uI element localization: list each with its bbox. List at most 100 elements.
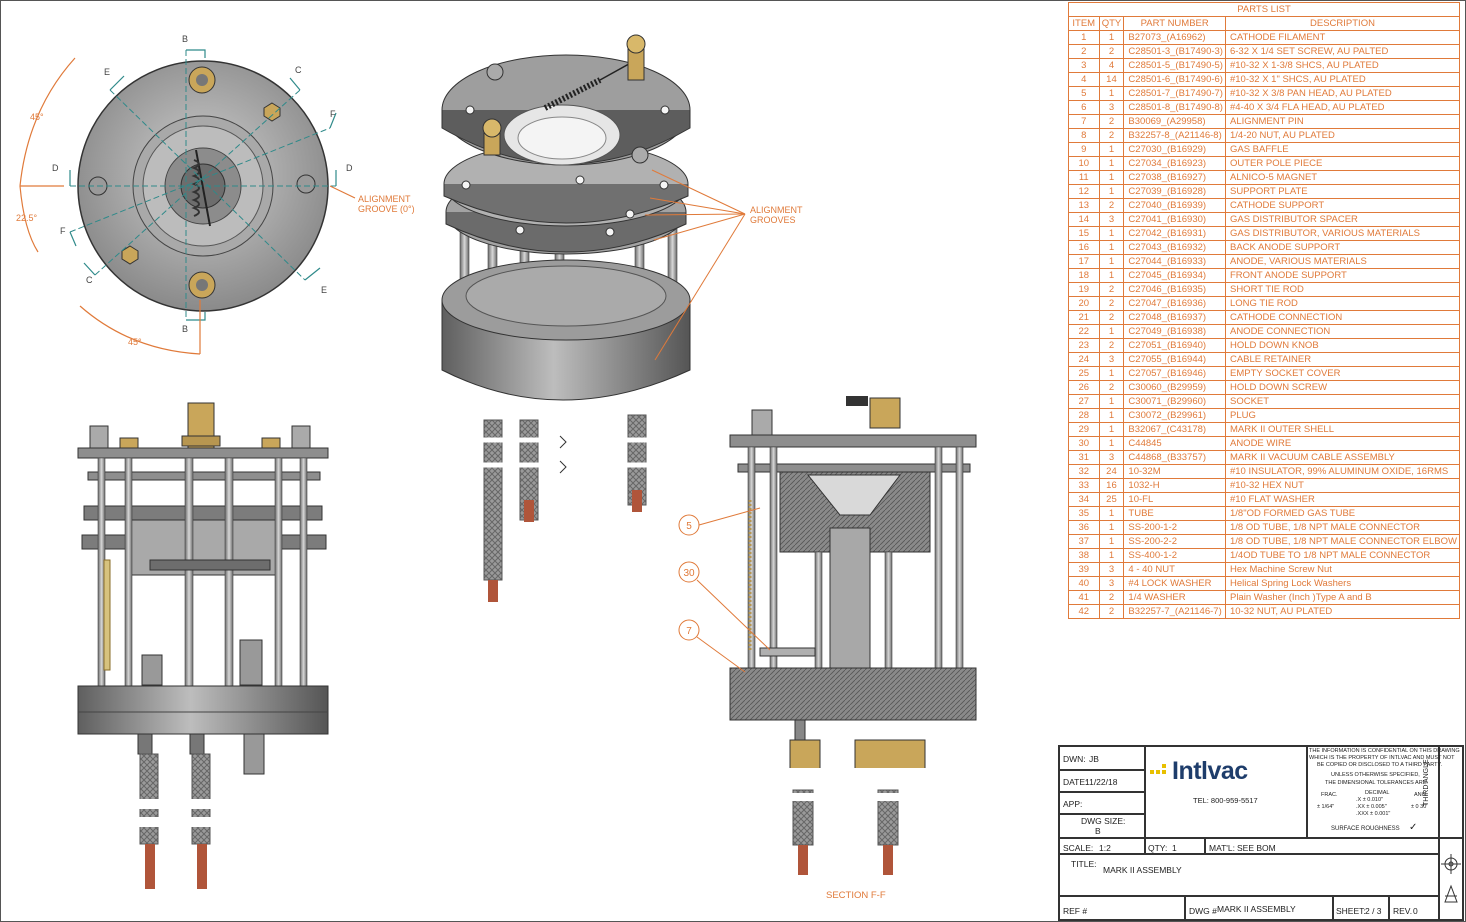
qty-cell: 25 xyxy=(1098,492,1125,507)
description-cell: 1/8 OD TUBE, 1/8 NPT MALE CONNECTOR ELBO… xyxy=(1224,534,1461,549)
qty-cell: 2 xyxy=(1098,310,1125,325)
part-number-cell: B32257-7_(A21146-7) xyxy=(1123,604,1226,619)
qty-cell: 1 xyxy=(1098,254,1125,269)
item-cell: 14 xyxy=(1068,212,1100,227)
filament-coil xyxy=(191,159,200,217)
item-cell: 22 xyxy=(1068,324,1100,339)
description-cell: GAS BAFFLE xyxy=(1224,142,1461,157)
decimal-label: DECIMAL xyxy=(1365,790,1390,796)
decimal-row: .XXX ± 0.001" xyxy=(1356,811,1391,817)
column-header: ITEM xyxy=(1068,16,1100,31)
item-cell: 16 xyxy=(1068,240,1100,255)
isometric-view: ALIGNMENT GROOVES xyxy=(441,34,803,602)
description-cell: CABLE RETAINER xyxy=(1224,352,1461,367)
qty-cell: 1 xyxy=(1098,86,1125,101)
part-number-cell: #4 LOCK WASHER xyxy=(1123,576,1226,591)
surface-check-icon: ✓ xyxy=(1409,822,1418,833)
company-logo: Intlvac xyxy=(1172,757,1248,785)
ang-value: ± 0 30' xyxy=(1411,804,1428,810)
item-cell: 36 xyxy=(1068,520,1100,535)
part-number-cell: C28501-8_(B17490-8) xyxy=(1123,100,1226,115)
description-cell: ANODE CONNECTION xyxy=(1224,324,1461,339)
description-cell: Hex Machine Screw Nut xyxy=(1224,562,1461,577)
qty-cell: 3 xyxy=(1098,352,1125,367)
part-number-cell: C30071_(B29960) xyxy=(1123,394,1226,409)
sheet-value: 2 / 3 xyxy=(1365,906,1382,916)
sheet-label: SHEET: xyxy=(1336,906,1366,916)
ang-label: ANG. xyxy=(1414,792,1428,798)
part-number-cell: C27055_(B16944) xyxy=(1123,352,1226,367)
description-cell: MARK II VACUUM CABLE ASSEMBLY xyxy=(1224,450,1461,465)
qty-cell: 1 xyxy=(1098,506,1125,521)
qty-cell: 2 xyxy=(1098,44,1125,59)
frac-value: ± 1/64" xyxy=(1317,804,1335,810)
description-cell: CATHODE SUPPORT xyxy=(1224,198,1461,213)
qty-value: 1 xyxy=(1172,843,1177,853)
part-number-cell: C27044_(B16933) xyxy=(1123,254,1226,269)
company-logo-icon xyxy=(1150,764,1166,774)
description-cell: HOLD DOWN KNOB xyxy=(1224,338,1461,353)
section-letter: E xyxy=(321,285,327,295)
description-cell: #10-32 X 3/8 PAN HEAD, AU PLATED xyxy=(1224,86,1461,101)
description-cell: SHORT TIE ROD xyxy=(1224,282,1461,297)
qty-cell: 16 xyxy=(1098,478,1125,493)
company-tel: TEL: 800-959-5517 xyxy=(1193,796,1258,805)
scale-value: 1:2 xyxy=(1099,843,1111,853)
ref-label: REF # xyxy=(1063,906,1088,916)
angle-label: 22.5° xyxy=(16,213,38,223)
part-number-cell: C28501-7_(B17490-7) xyxy=(1123,86,1226,101)
item-cell: 20 xyxy=(1068,296,1100,311)
part-number-cell: C27047_(B16936) xyxy=(1123,296,1226,311)
item-cell: 33 xyxy=(1068,478,1100,493)
part-number-cell: SS-200-1-2 xyxy=(1123,520,1226,535)
item-cell: 19 xyxy=(1068,282,1100,297)
section-letter: F xyxy=(60,226,66,236)
section-letter: E xyxy=(104,67,110,77)
qty-cell: 3 xyxy=(1098,576,1125,591)
column-header: QTY xyxy=(1098,16,1125,31)
scale-label: SCALE: xyxy=(1063,843,1094,853)
projection-symbol-icon xyxy=(1441,854,1461,903)
item-cell: 10 xyxy=(1068,156,1100,171)
qty-cell: 3 xyxy=(1098,450,1125,465)
part-number-cell: C30060_(B29959) xyxy=(1123,380,1226,395)
qty-cell: 1 xyxy=(1098,394,1125,409)
item-cell: 41 xyxy=(1068,590,1100,605)
confidential-line: WHICH IS THE PROPERTY OF INTLVAC AND MUS… xyxy=(1309,755,1455,761)
dwg-value: MARK II ASSEMBLY xyxy=(1217,904,1296,914)
part-number-cell: 10-FL xyxy=(1123,492,1226,507)
parts-list-title: PARTS LIST xyxy=(1068,2,1460,17)
qty-cell: 2 xyxy=(1098,604,1125,619)
part-number-cell: C28501-6_(B17490-6) xyxy=(1123,72,1226,87)
balloon-number: 30 xyxy=(683,568,695,579)
description-cell: CATHODE FILAMENT xyxy=(1224,30,1461,45)
part-number-cell: C30072_(B29961) xyxy=(1123,408,1226,423)
part-number-cell: 1032-H xyxy=(1123,478,1226,493)
surface-roughness: SURFACE ROUGHNESS xyxy=(1331,826,1400,832)
description-cell: BACK ANODE SUPPORT xyxy=(1224,240,1461,255)
description-cell: PLUG xyxy=(1224,408,1461,423)
part-number-cell: C27051_(B16940) xyxy=(1123,338,1226,353)
column-header: DESCRIPTION xyxy=(1224,16,1461,31)
item-cell: 32 xyxy=(1068,464,1100,479)
description-cell: 1/8 OD TUBE, 1/8 NPT MALE CONNECTOR xyxy=(1224,520,1461,535)
part-number-cell: C28501-3_(B17490-3) xyxy=(1123,44,1226,59)
description-cell: 6-32 X 1/4 SET SCREW, AU PALTED xyxy=(1224,44,1461,59)
part-number-cell: 10-32M xyxy=(1123,464,1226,479)
description-cell: #4-40 X 3/4 FLA HEAD, AU PLATED xyxy=(1224,100,1461,115)
